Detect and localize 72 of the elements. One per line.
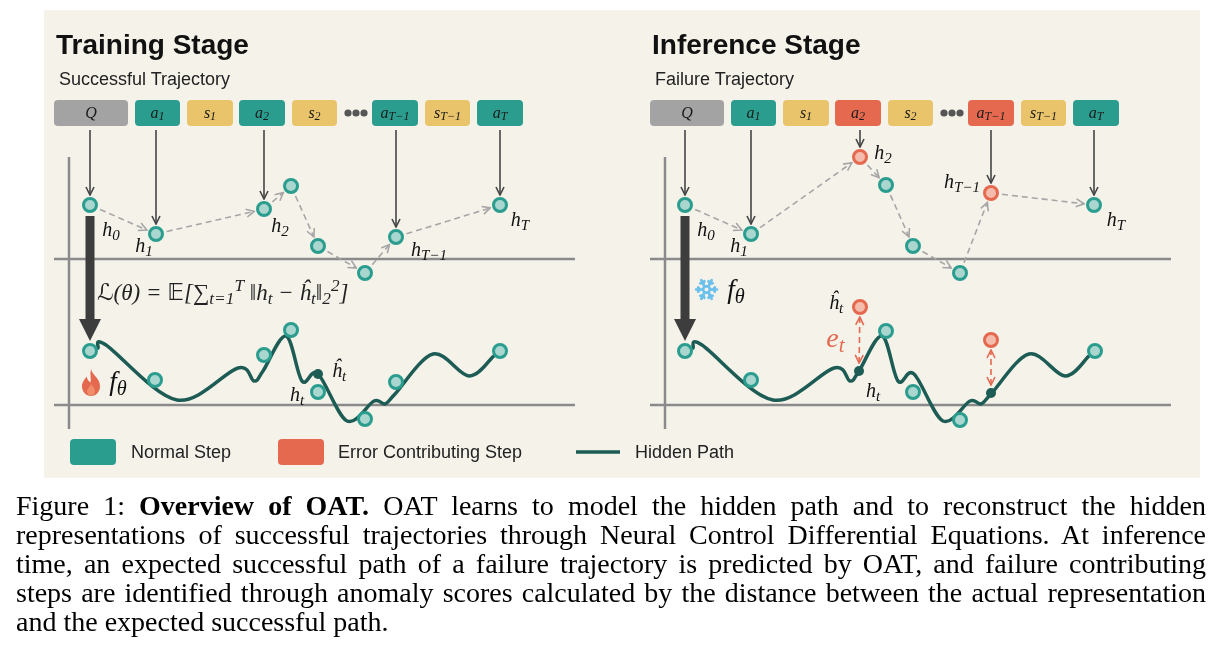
- dashed-arrow: [99, 208, 148, 232]
- dashed-arrow: [271, 191, 285, 203]
- hidden-path-curve: [95, 334, 496, 424]
- step-token: a$_{1}$: [731, 100, 776, 126]
- dashed-arrow: [326, 250, 358, 269]
- thick-arrow: [674, 216, 696, 341]
- step-token: a$_{2}$: [239, 100, 285, 126]
- legend-label: Normal Step: [131, 443, 232, 461]
- trajectory-subtitle: Successful Trajectory: [59, 70, 231, 88]
- state-label: h$_{t}$: [865, 380, 881, 400]
- dashed-arrow: [854, 316, 865, 364]
- dashed-arrow: [694, 208, 743, 232]
- state-token: s$_{1}$: [783, 100, 829, 126]
- dashed-arrow: [405, 205, 492, 235]
- dashed-arrow: [1001, 193, 1085, 208]
- dashed-arrow: [889, 194, 911, 238]
- stage-title: Inference Stage: [652, 31, 861, 59]
- query-token: Q: [54, 100, 128, 126]
- arrow: [680, 129, 690, 196]
- query-token: Q: [650, 100, 724, 126]
- trajectory-subtitle: Failure Trajectory: [655, 70, 795, 88]
- dashed-arrow: [294, 195, 316, 238]
- error-step-token: a$_{2}$: [835, 100, 881, 126]
- stage-title: Training Stage: [56, 31, 249, 59]
- legend-label: Error Contributing Step: [338, 443, 523, 461]
- state-label: h$_{0}$: [102, 219, 120, 239]
- state-label: ĥ$_{t}$: [331, 360, 347, 380]
- dashed-arrow: [921, 250, 953, 269]
- step-token: a$_{T}$: [1073, 100, 1119, 126]
- step-token: a$_{T−1}$: [372, 100, 418, 126]
- loss-formula: ℒ(θ) = 𝔼[∑$_{t=1}$$^{T}$ ‖h$_{t}$ − ĥ$_{t}$‖$_{2}$$^{2}$]: [97, 281, 349, 304]
- arrow: [855, 129, 865, 148]
- dashed-arrow: [963, 201, 990, 264]
- function-label: f$_{θ}$: [727, 275, 745, 303]
- state-label: h$_{T−1}$: [411, 239, 447, 259]
- state-label: h$_{2}$: [874, 142, 892, 162]
- arrow: [259, 129, 269, 200]
- state-token: s$_{1}$: [187, 100, 233, 126]
- state-label: h$_{1}$: [730, 235, 748, 255]
- state-label: h$_{T−1}$: [944, 171, 980, 191]
- dashed-arrow: [759, 162, 853, 229]
- state-token: s$_{2}$: [888, 100, 933, 126]
- thick-arrow: [79, 216, 101, 341]
- figure-caption: Figure 1: Overview of OAT. OAT learns to model the hidden path and to reconstruct the hidden representations of successful trajectories through Neural Control Differential Equations. At inference time, an expected successful path of a failure trajectory is predicted by OAT, and failure contributing steps are identified through anomaly scores calculated by the distance between the actual representation and the expected successful path.: [16, 491, 1206, 636]
- edge-label: e$_{t}$: [826, 324, 845, 352]
- state-token: s$_{T−1}$: [425, 100, 470, 126]
- arrow: [391, 129, 401, 228]
- dashed-arrow: [866, 164, 880, 179]
- step-token: a$_{T}$: [477, 100, 523, 126]
- arrow: [986, 129, 996, 184]
- state-label: h$_{t}$: [289, 384, 305, 404]
- state-label: h$_{T}$: [510, 209, 530, 229]
- step-token: a$_{1}$: [135, 100, 180, 126]
- state-label: h$_{1}$: [135, 235, 153, 255]
- state-label: h$_{T}$: [1106, 209, 1126, 229]
- legend-label: Hidden Path: [635, 443, 735, 461]
- dashed-arrow: [986, 349, 996, 386]
- dashed-arrow: [165, 208, 256, 233]
- state-token: s$_{T−1}$: [1021, 100, 1066, 126]
- arrow: [151, 129, 161, 225]
- function-label: f$_{θ}$: [109, 367, 127, 395]
- error-step-token: a$_{T−1}$: [968, 100, 1014, 126]
- state-label: h$_{2}$: [271, 215, 289, 235]
- state-label: h$_{0}$: [697, 219, 715, 239]
- dashed-arrow: [371, 243, 391, 266]
- state-label: ĥ$_{t}$: [828, 292, 844, 312]
- arrow: [495, 129, 505, 196]
- hidden-path-curve: [691, 334, 1091, 424]
- arrow: [746, 129, 756, 225]
- arrow: [1089, 129, 1099, 196]
- arrow: [85, 129, 95, 196]
- state-token: s$_{2}$: [292, 100, 337, 126]
